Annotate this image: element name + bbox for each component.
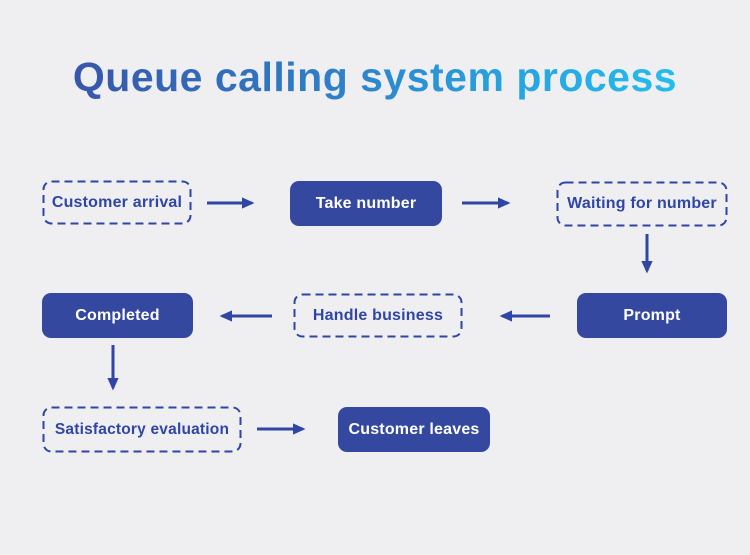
dashed-border — [293, 293, 463, 338]
node-label: Customer arrival — [51, 193, 183, 211]
node-satisfactory-evaluation: Satisfactory evaluation — [42, 406, 242, 453]
node-label: Prompt — [623, 306, 681, 324]
page-title: Queue calling system process — [0, 54, 750, 101]
node-take-number: Take number — [290, 181, 442, 226]
node-label: Completed — [75, 306, 160, 324]
node-handle-business: Handle business — [293, 293, 463, 338]
node-label: Take number — [315, 194, 417, 212]
node-customer-leaves: Customer leaves — [338, 407, 490, 452]
node-label: Satisfactory evaluation — [54, 420, 230, 438]
node-waiting-for-number: Waiting for number — [556, 181, 728, 227]
dashed-border — [42, 180, 192, 225]
node-label: Handle business — [312, 306, 444, 324]
node-customer-arrival: Customer arrival — [42, 180, 192, 225]
node-prompt: Prompt — [577, 293, 727, 338]
node-completed: Completed — [42, 293, 193, 338]
dashed-border — [556, 181, 728, 227]
node-label: Customer leaves — [348, 420, 480, 438]
node-label: Waiting for number — [567, 195, 717, 212]
